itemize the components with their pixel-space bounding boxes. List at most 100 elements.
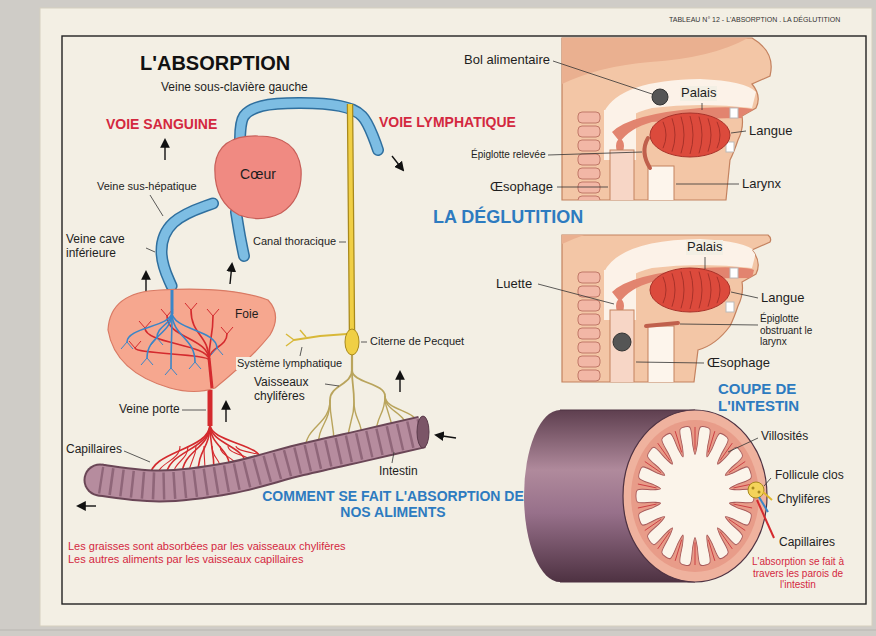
hepatic-blood-twig xyxy=(129,341,135,348)
liver-shape xyxy=(108,289,276,391)
heart-node: Cœur xyxy=(213,133,303,221)
villus-capillary xyxy=(708,540,714,561)
villus-capillary xyxy=(638,504,657,508)
tooth xyxy=(726,302,734,312)
intestine-mucosa xyxy=(631,420,759,572)
tongue xyxy=(650,113,730,157)
part-label: Épiglotte obstruant le larynx xyxy=(760,313,818,348)
vertebra xyxy=(578,314,600,325)
part-label: Palais xyxy=(680,86,717,101)
vertebra xyxy=(578,126,600,137)
tongue-muscle xyxy=(681,117,684,154)
villus-capillary xyxy=(729,519,745,530)
villus-capillary xyxy=(695,542,696,565)
pathway-heading: VOIE SANGUINE xyxy=(105,116,218,132)
leader-line xyxy=(731,131,746,133)
vertebra xyxy=(578,356,600,367)
thoracic-duct xyxy=(350,104,352,332)
flow-arrow xyxy=(399,372,400,392)
villus-capillary xyxy=(658,532,670,549)
part-label: Follicule clos xyxy=(774,469,845,483)
hepatic-blood-twig xyxy=(185,303,191,310)
tooth xyxy=(730,268,738,278)
tongue-muscle xyxy=(717,122,720,148)
tongue-muscle xyxy=(690,271,693,309)
part-label: Capillaires xyxy=(778,536,836,550)
hepatic-blood-twig xyxy=(191,303,197,310)
hepatic-vein-twig xyxy=(141,358,147,365)
tongue-muscle xyxy=(663,122,666,148)
leader-line xyxy=(392,452,394,463)
hepatic-blood-twig xyxy=(135,341,141,348)
hepatic-vein-branch xyxy=(147,312,172,358)
villus-capillary xyxy=(720,532,732,549)
hepatic-vein-twig xyxy=(165,368,171,375)
leader-line xyxy=(680,324,758,325)
section-heading: COMMENT SE FAIT L'ABSORPTION DE NOS ALIM… xyxy=(262,488,524,520)
flow-arrow xyxy=(436,435,456,438)
hepatic-blood-twig xyxy=(207,309,213,316)
tooth xyxy=(730,108,738,118)
food-bolus xyxy=(613,333,631,351)
flow-arrow xyxy=(164,140,165,160)
tongue-muscle xyxy=(717,277,720,303)
villus-capillary xyxy=(675,540,681,561)
leader-line xyxy=(728,438,758,452)
pathway-heading: VOIE LYMPHATIQUE xyxy=(378,114,517,130)
food-bolus xyxy=(652,89,668,105)
vertebra xyxy=(578,370,600,381)
hepatic-vein-twig xyxy=(171,368,177,375)
part-label: Villosités xyxy=(760,430,809,444)
villus-capillary xyxy=(645,519,661,530)
leader-line xyxy=(300,347,302,356)
section-heading: COUPE DE L'INTESTIN xyxy=(718,380,830,415)
lymph-branch xyxy=(294,334,347,340)
vessel-label: Vaisseaux chylifères xyxy=(254,376,324,404)
vertebra xyxy=(578,168,600,179)
organ-label: Intestin xyxy=(378,465,419,479)
lacteal-vessel xyxy=(763,492,772,500)
hepatic-vein-trunk xyxy=(171,290,174,314)
hepatic-vein-twig xyxy=(195,362,201,369)
leader-line xyxy=(182,410,206,411)
organ-label: Citerne de Pecquet xyxy=(369,335,465,348)
part-label: Larynx xyxy=(741,177,782,192)
hepatic-vein-twig xyxy=(127,342,133,349)
hepatic-vein-twig xyxy=(157,338,163,345)
vessel-label: Veine cave inférieure xyxy=(66,233,144,261)
leader-line xyxy=(150,195,163,216)
cisterna-chyli xyxy=(345,329,359,355)
vessel-outline xyxy=(162,203,213,286)
hepatic-blood-twig xyxy=(213,309,219,316)
flow-arrow xyxy=(145,272,146,292)
leader-line xyxy=(731,292,758,298)
vessel-label: Veine porte xyxy=(118,403,181,417)
vein-connector xyxy=(162,203,213,286)
vertebra xyxy=(578,140,600,151)
vena-cava-stub-outline xyxy=(236,212,244,256)
hepatic-vein-twig xyxy=(189,362,195,369)
tongue-muscle xyxy=(699,272,702,309)
section-heading: LA DÉGLUTITION xyxy=(432,207,584,228)
thoracic-duct-outline xyxy=(350,104,352,332)
hepatic-vein-twig xyxy=(217,348,223,355)
note-text: Les autres aliments par les vaisseaux ca… xyxy=(67,553,304,566)
part-label: Chylifères xyxy=(776,493,831,507)
chyle-vessel xyxy=(352,370,385,396)
part-label: Luette xyxy=(495,277,533,292)
intestine-opening xyxy=(417,416,429,448)
vertebra xyxy=(578,328,600,339)
tongue-muscle xyxy=(708,118,711,151)
leader-line xyxy=(676,184,739,185)
vessel-label: Veine sus-hépatique xyxy=(96,180,198,193)
leader-line xyxy=(557,187,608,188)
hepatic-blood-twig xyxy=(139,321,145,328)
poster-sheet xyxy=(40,8,872,626)
intestine-tube xyxy=(100,432,422,486)
part-label: Œsophage xyxy=(489,180,554,195)
intestine-folds xyxy=(100,432,422,486)
villus-capillary xyxy=(675,431,681,452)
tongue-muscle xyxy=(672,118,675,151)
hepatic-blood-twig xyxy=(221,327,227,334)
